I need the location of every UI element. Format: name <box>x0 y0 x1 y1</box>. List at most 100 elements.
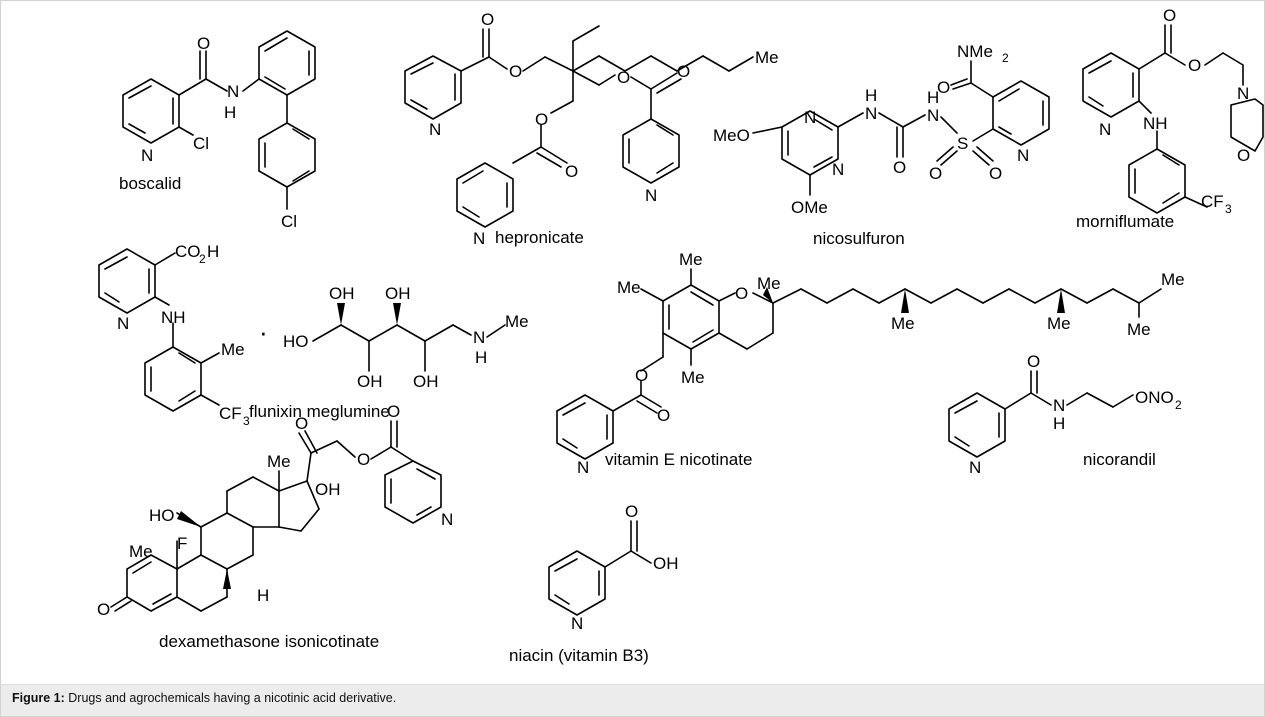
compound-name-hepronicate: hepronicate <box>495 228 584 247</box>
atom-label: O <box>625 502 638 521</box>
atom-label: Cl <box>281 212 297 231</box>
atom-label: OH <box>315 480 341 499</box>
atom-label: O <box>1237 146 1250 165</box>
atom-label: Me <box>891 314 915 333</box>
atom-label: N <box>577 458 589 477</box>
vitamin-e-nicotinate-structure <box>556 268 1162 460</box>
compound-name-boscalid: boscalid <box>119 174 181 193</box>
atom-label: Me <box>221 340 245 359</box>
atom-label: H <box>927 88 939 107</box>
atom-label: Me <box>757 274 781 293</box>
atom-label: OH <box>357 372 383 391</box>
atom-label: O <box>677 62 690 81</box>
dexamethasone-structure <box>110 420 442 612</box>
atom-label: N <box>927 106 939 125</box>
compound-names: boscalid hepronicate nicosulfuron mornif… <box>119 174 1174 665</box>
atom-label: O <box>357 450 370 469</box>
atom-label: O <box>617 68 630 87</box>
atom-label: Me <box>129 542 153 561</box>
atom-label: O <box>387 402 400 421</box>
atom-label: OH <box>653 554 679 573</box>
atom-label: Me <box>755 48 779 67</box>
atom-label: NH <box>161 308 186 327</box>
nicosulfuron-structure <box>752 60 1050 196</box>
atom-label: O <box>295 414 308 433</box>
atom-label: MeO <box>713 126 750 145</box>
nicorandil-structure <box>948 370 1134 458</box>
compound-name-morniflumate: morniflumate <box>1076 212 1174 231</box>
atom-label: O <box>635 366 648 385</box>
compound-name-nicosulfuron: nicosulfuron <box>813 229 905 248</box>
atom-label: Cl <box>193 134 209 153</box>
atom-label: Me <box>1047 314 1071 333</box>
atom-label: HO <box>283 332 309 351</box>
atom-label: O <box>481 10 494 29</box>
atom-label: N <box>645 186 657 205</box>
atom-label: Me <box>1127 320 1151 339</box>
atom-label: OMe <box>791 198 828 217</box>
salt-dot: · <box>259 317 268 347</box>
atom-label: N <box>865 104 877 123</box>
caption-label: Figure 1: <box>12 691 65 705</box>
atom-label: N <box>141 146 153 165</box>
atom-label: NH <box>1143 114 1168 133</box>
atom-label: S <box>957 134 968 153</box>
atom-label: H <box>257 586 269 605</box>
atom-label: O <box>509 62 522 81</box>
atom-label: N <box>117 314 129 333</box>
atom-label: O <box>657 406 670 425</box>
niacin-structure <box>548 520 652 616</box>
hepronicate-structure <box>404 25 754 228</box>
atom-label: O <box>97 600 110 619</box>
atom-label: N <box>227 82 239 101</box>
atom-label: O <box>735 284 748 303</box>
atom-label: H <box>475 348 487 367</box>
atom-label: O <box>1027 352 1040 371</box>
compound-name-vitamin-e-nicotinate: vitamin E nicotinate <box>605 450 752 469</box>
atom-label: N <box>1053 396 1065 415</box>
atom-label: O <box>1188 56 1201 75</box>
compound-name-niacin: niacin (vitamin B3) <box>509 646 649 665</box>
atom-label: N <box>473 229 485 248</box>
atom-label: O <box>197 34 210 53</box>
atom-label: CF <box>1201 192 1224 211</box>
atom-label: O <box>929 164 942 183</box>
compound-name-nicorandil: nicorandil <box>1083 450 1156 469</box>
compound-name-flunixin-meglumine: flunixin meglumine <box>249 402 390 421</box>
atom-label: OH <box>413 372 439 391</box>
atom-label: O <box>937 78 950 97</box>
atom-subscript: 2 <box>199 252 206 266</box>
atom-label: H <box>224 103 236 122</box>
caption-text: Drugs and agrochemicals having a nicotin… <box>64 691 397 705</box>
atom-subscript: 2 <box>1002 51 1009 65</box>
atom-label: H <box>1053 414 1065 433</box>
atom-label: H <box>865 86 877 105</box>
atom-labels: O N H N Cl Cl O O N Me O O N O O N MeO N… <box>97 6 1250 633</box>
atom-label: NMe <box>957 42 993 61</box>
atom-label: CO <box>175 242 201 261</box>
atom-label: N <box>832 160 844 179</box>
atom-label: Me <box>1161 270 1185 289</box>
atom-label: Me <box>617 278 641 297</box>
atom-label: N <box>441 510 453 529</box>
atom-label: N <box>1017 146 1029 165</box>
morniflumate-structure <box>1082 24 1264 214</box>
atom-label: N <box>429 120 441 139</box>
flunixin-structure <box>98 248 506 412</box>
figure-caption: Figure 1: Drugs and agrochemicals having… <box>1 684 1264 716</box>
atom-label: Me <box>679 250 703 269</box>
atom-label: OH <box>385 284 411 303</box>
atom-label: OH <box>329 284 355 303</box>
atom-label: F <box>177 534 187 553</box>
atom-label: O <box>1163 6 1176 25</box>
compound-name-dexamethasone-isonicotinate: dexamethasone isonicotinate <box>159 632 379 651</box>
atom-label: N <box>473 328 485 347</box>
atom-label: ONO <box>1135 388 1174 407</box>
atom-label: N <box>571 614 583 633</box>
atom-label: CF <box>219 404 242 423</box>
atom-label: O <box>535 110 548 129</box>
atom-label: N <box>1099 120 1111 139</box>
atom-label: Me <box>505 312 529 331</box>
atom-subscript: 3 <box>243 414 250 428</box>
